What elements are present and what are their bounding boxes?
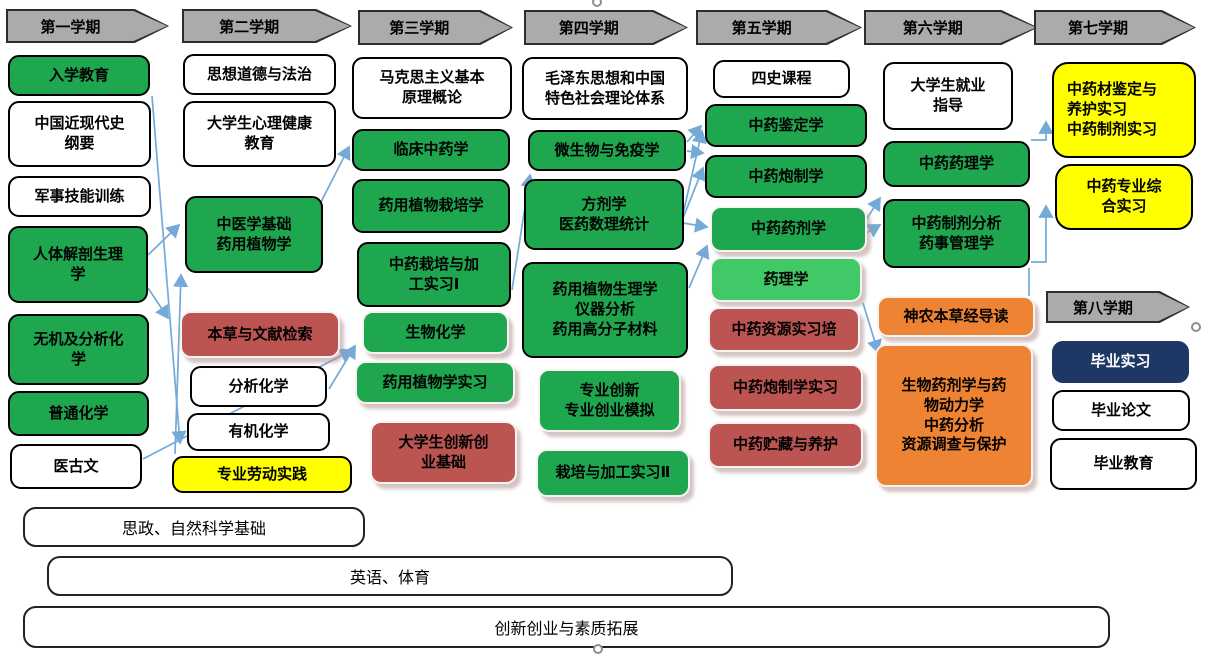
course-box-s3-innovation-basics: 大学生创新创 业基础	[370, 421, 517, 484]
course-box-s2-mental-health: 大学生心理健康 教育	[183, 101, 336, 167]
course-box-s8-graduation-education: 毕业教育	[1050, 438, 1197, 490]
semester-header-1: 第一学期	[6, 9, 169, 43]
course-box-s1-general-chemistry: 普通化学	[8, 391, 149, 436]
semester-header-7: 第七学期	[1034, 10, 1196, 45]
course-box-s6-employment-guidance: 大学生就业 指导	[883, 62, 1013, 130]
course-box-s6-biopharmaceutics-group: 生物药剂学与药 物动力学 中药分析 资源调查与保护	[875, 344, 1033, 487]
course-box-s5-resources-practice: 中药资源实习培	[708, 307, 860, 352]
course-box-s5-pharmacology: 药理学	[710, 257, 862, 302]
course-box-s2-bencao-literature: 本草与文献检索	[180, 311, 340, 358]
band-innovation-quality-development: 创新创业与素质拓展	[23, 606, 1110, 648]
selection-handle-top	[592, 0, 602, 7]
band-english-pe: 英语、体育	[47, 556, 733, 596]
course-box-s4-microbiology-immunology: 微生物与免疫学	[528, 130, 686, 171]
semester-header-6: 第六学期	[864, 10, 1038, 45]
course-box-s6-tcm-pharmacology: 中药药理学	[883, 141, 1030, 187]
course-box-s5-storage-maintenance: 中药贮藏与养护	[708, 422, 863, 468]
semester-header-4: 第四学期	[524, 10, 688, 45]
course-box-s4-innovation-simulation: 专业创新 专业创业模拟	[538, 369, 681, 432]
course-box-s1-admission-education: 入学教育	[8, 55, 150, 96]
course-box-s2-organic-chemistry: 有机化学	[187, 413, 330, 451]
course-box-s1-inorganic-analytical-chem: 无机及分析化 学	[8, 314, 149, 385]
semester-header-3: 第三学期	[358, 10, 513, 45]
selection-handle-right	[1191, 322, 1201, 332]
course-box-s7-identification-preparation-practice: 中药材鉴定与 养护实习 中药制剂实习	[1052, 62, 1196, 158]
semester-header-5: 第五学期	[696, 10, 862, 45]
course-box-s6-shennong-bencao: 神农本草经导读	[877, 296, 1035, 337]
course-box-s5-tcm-pharmaceutics: 中药药剂学	[710, 206, 867, 252]
course-box-s5-four-histories: 四史课程	[713, 60, 850, 98]
course-box-s2-tcm-basics-botany: 中医学基础 药用植物学	[185, 196, 323, 273]
course-box-s5-processing-practice: 中药炮制学实习	[708, 364, 863, 411]
course-box-s3-marxism: 马克思主义基本 原理概论	[352, 57, 512, 119]
course-box-s1-medical-classics: 医古文	[10, 444, 142, 489]
band-ideology-science-foundation: 思政、自然科学基础	[23, 507, 365, 547]
course-box-s4-mao-thought: 毛泽东思想和中国 特色社会理论体系	[522, 57, 688, 120]
course-box-s3-botany-practice: 药用植物学实习	[355, 361, 515, 404]
course-box-s4-plant-physiology-instruments: 药用植物生理学 仪器分析 药用高分子材料	[522, 262, 688, 358]
course-box-s4-cultivation-practice-2: 栽培与加工实习Ⅱ	[536, 449, 690, 497]
course-box-s5-tcm-processing: 中药炮制学	[705, 155, 867, 198]
course-box-s3-clinical-tcm: 临床中药学	[352, 129, 510, 171]
selection-handle-bottom	[593, 644, 603, 654]
course-box-s1-modern-history: 中国近现代史 纲要	[8, 101, 151, 167]
course-box-s4-prescriptions-statistics: 方剂学 医药数理统计	[524, 179, 684, 250]
course-box-s3-biochemistry: 生物化学	[362, 311, 509, 354]
course-box-s1-military-training: 军事技能训练	[8, 176, 151, 217]
course-box-s8-graduation-internship: 毕业实习	[1052, 341, 1189, 383]
course-box-s2-labor-practice: 专业劳动实践	[172, 456, 352, 493]
course-box-s7-comprehensive-practice: 中药专业综 合实习	[1055, 164, 1193, 230]
course-box-s5-tcm-identification: 中药鉴定学	[705, 104, 867, 147]
course-box-s3-cultivation-practice-1: 中药栽培与加 工实习Ⅰ	[357, 242, 511, 307]
course-box-s3-plant-cultivation: 药用植物栽培学	[352, 179, 510, 233]
course-box-s2-analytical-chemistry: 分析化学	[190, 366, 327, 407]
course-box-s2-morality-law: 思想道德与法治	[183, 54, 336, 95]
semester-header-8: 第八学期	[1046, 291, 1190, 323]
semester-header-2: 第二学期	[182, 9, 352, 43]
course-box-s6-preparation-analysis-admin: 中药制剂分析 药事管理学	[883, 199, 1030, 268]
course-box-s8-graduation-thesis: 毕业论文	[1052, 390, 1190, 431]
course-box-s1-anatomy-physiology: 人体解剖生理 学	[8, 226, 148, 303]
